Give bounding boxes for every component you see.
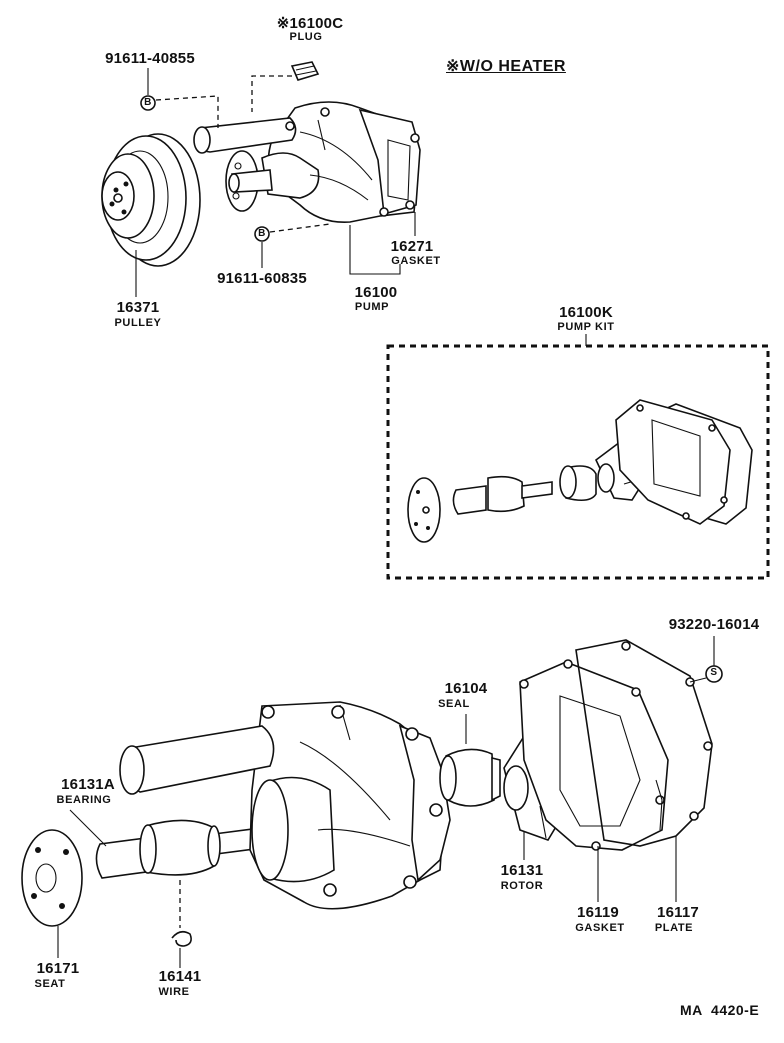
seal-part-name: SEAL: [438, 698, 470, 710]
gasket-top-part-name: GASKET: [391, 255, 441, 267]
seat-drawing: [21, 829, 83, 927]
pulley-drawing: [101, 133, 201, 267]
rotor-part-name: ROTOR: [500, 880, 544, 892]
seal-part-number: 16104: [444, 680, 488, 697]
bearing-part-number: 16131A: [61, 776, 115, 793]
bearing-leader: [69, 809, 107, 847]
pump-body-bottom-drawing: [119, 701, 451, 910]
plate-part-name: PLATE: [654, 922, 694, 934]
plug-part-name: PLUG: [289, 31, 323, 43]
pump-body-top-drawing: [193, 101, 421, 223]
stud-part-number: 93220-16014: [668, 616, 760, 633]
pump-leader: [349, 225, 401, 275]
pump-part-name: PUMP: [354, 301, 390, 313]
note-without-heater: ※W/O HEATER: [446, 58, 566, 75]
pump-kit-part-name: PUMP KIT: [557, 321, 615, 333]
bolt-bottom-marker-circle: [254, 226, 270, 242]
bearing-part-name: BEARING: [56, 794, 112, 806]
seal-drawing: [439, 748, 501, 807]
bolt-bottom-marker: B: [258, 228, 266, 239]
pump-part-number: 16100: [354, 284, 398, 301]
bolt-top-marker-circle: [140, 95, 156, 111]
gasket-bottom-drawing: [519, 659, 669, 851]
gasket-bottom-part-name: GASKET: [575, 922, 625, 934]
wire-drawing: [171, 930, 192, 947]
bolt-bottom-part-number: 91611-60835: [217, 270, 307, 287]
pump-kit-drawing: [407, 399, 753, 543]
pulley-part-number: 16371: [116, 299, 160, 316]
plug-dashed-leader: [251, 75, 292, 112]
plate-part-number: 16117: [657, 904, 699, 921]
bearing-drawing: [95, 819, 279, 879]
wire-part-number: 16141: [158, 968, 202, 985]
stud-marker: S: [710, 667, 718, 678]
pulley-part-name: PULLEY: [114, 317, 162, 329]
seat-part-number: 16171: [36, 960, 80, 977]
diagram-reference-code: MA 4420-E: [680, 1002, 760, 1018]
bolt-top-marker: B: [144, 97, 152, 108]
bolt-bottom-dashed-leader: [269, 223, 331, 233]
plate-drawing: [575, 639, 713, 847]
plug-drawing: [290, 61, 320, 81]
wire-part-name: WIRE: [158, 986, 190, 998]
bolt-top-dashed-leader: [155, 95, 219, 128]
stud-pointer: [689, 677, 707, 683]
pump-kit-part-number: 16100K: [559, 304, 613, 321]
rotor-part-number: 16131: [500, 862, 544, 879]
gasket-top-part-number: 16271: [390, 238, 434, 255]
plug-part-number: ※16100C: [276, 15, 344, 32]
pump-kit-box: [386, 344, 770, 580]
gasket-bottom-part-number: 16119: [577, 904, 619, 921]
seat-part-name: SEAT: [34, 978, 66, 990]
bolt-top-part-number: 91611-40855: [105, 50, 195, 67]
